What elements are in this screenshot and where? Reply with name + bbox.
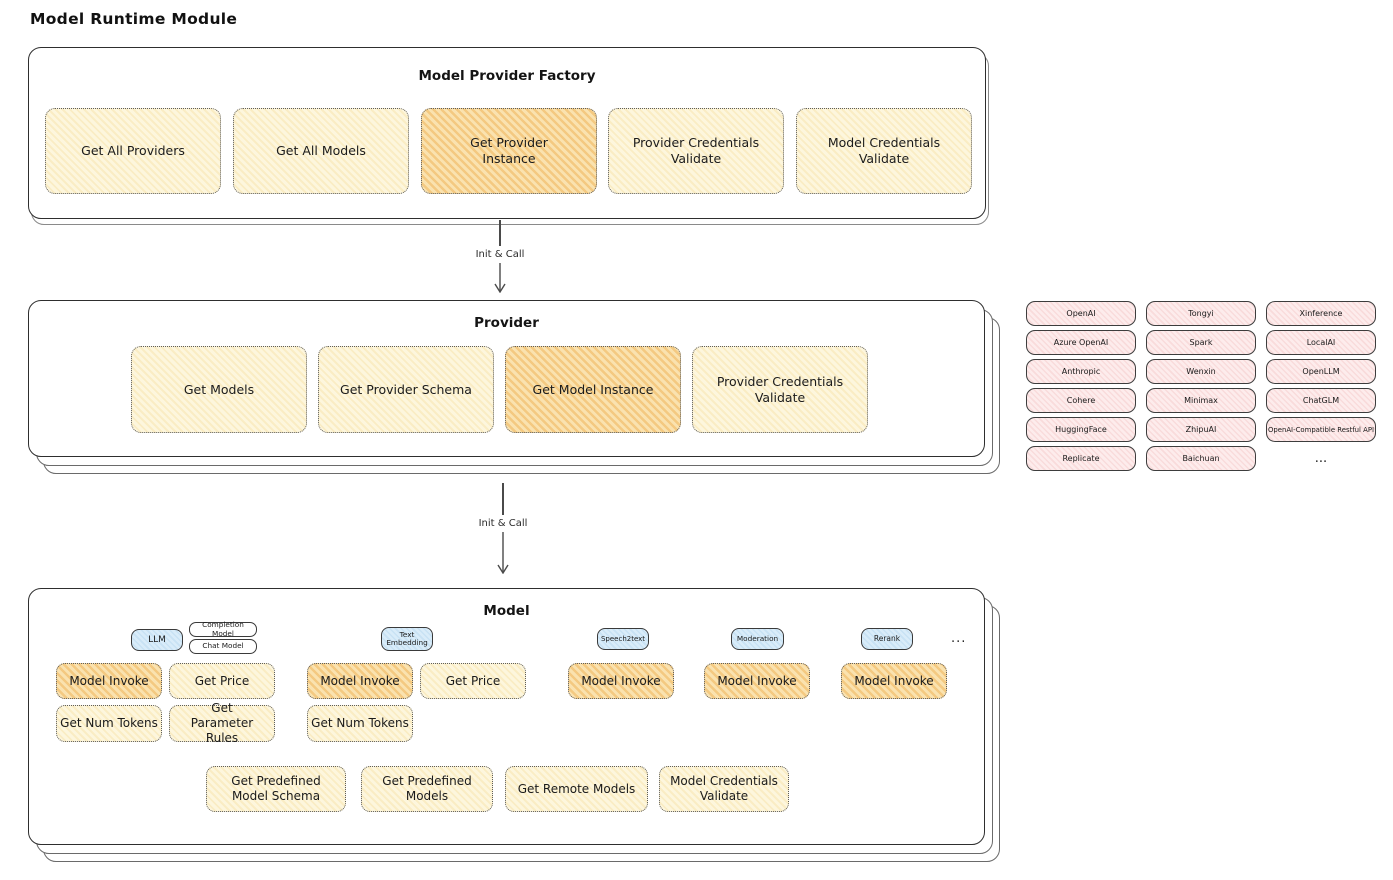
provider-cell-azure-openai: Azure OpenAI xyxy=(1026,330,1136,355)
button-model-credentials-validate: Model Credentials Validate xyxy=(796,108,972,194)
provider-cell-openai-compatible: OpenAI-Compatible Restful API xyxy=(1266,417,1376,442)
provider-cell-zhipuai: ZhipuAI xyxy=(1146,417,1256,442)
button-get-provider-schema: Get Provider Schema xyxy=(318,346,494,433)
button-model-invoke-rerank: Model Invoke xyxy=(841,663,947,699)
model-title: Model xyxy=(483,603,530,619)
button-model-invoke-embedding: Model Invoke xyxy=(307,663,413,699)
button-get-num-tokens-embedding: Get Num Tokens xyxy=(307,705,413,742)
model-more-ellipsis: ... xyxy=(951,631,967,646)
button-get-all-models: Get All Models xyxy=(233,108,409,194)
arrow-line xyxy=(499,220,501,246)
provider-title: Provider xyxy=(474,315,539,331)
factory-title: Model Provider Factory xyxy=(418,68,596,84)
provider-card: Provider Get Models Get Provider Schema … xyxy=(28,300,985,457)
provider-cell-spark: Spark xyxy=(1146,330,1256,355)
button-provider-credentials-validate-2: Provider Credentials Validate xyxy=(692,346,868,433)
arrow-init-call-2: Init & Call xyxy=(473,483,533,579)
button-get-predefined-model-schema: Get Predefined Model Schema xyxy=(206,766,346,812)
button-get-model-instance: Get Model Instance xyxy=(505,346,681,433)
arrow-head-icon xyxy=(494,263,506,293)
button-model-invoke-speech2text: Model Invoke xyxy=(568,663,674,699)
tag-moderation: Moderation xyxy=(731,628,784,650)
button-model-invoke-llm: Model Invoke xyxy=(56,663,162,699)
provider-cell-replicate: Replicate xyxy=(1026,446,1136,471)
tag-completion-model: Completion Model xyxy=(189,620,257,637)
factory-container: Model Provider Factory Get All Providers… xyxy=(28,47,989,225)
provider-cell-huggingface: HuggingFace xyxy=(1026,417,1136,442)
provider-cell-minimax: Minimax xyxy=(1146,388,1256,413)
model-container: Model LLM Completion Model Chat Model Te… xyxy=(28,588,1000,862)
page-title: Model Runtime Module xyxy=(30,10,238,28)
provider-cell-openai: OpenAI xyxy=(1026,301,1136,326)
arrow-label: Init & Call xyxy=(478,518,528,529)
tag-chat-model: Chat Model xyxy=(189,639,257,654)
provider-cell-openllm: OpenLLM xyxy=(1266,359,1376,384)
button-model-credentials-validate-2: Model Credentials Validate xyxy=(659,766,789,812)
provider-cell-chatglm: ChatGLM xyxy=(1266,388,1376,413)
button-get-price-embedding: Get Price xyxy=(420,663,526,699)
arrow-label: Init & Call xyxy=(475,249,525,260)
provider-cell-anthropic: Anthropic xyxy=(1026,359,1136,384)
button-get-all-providers: Get All Providers xyxy=(45,108,221,194)
button-get-models: Get Models xyxy=(131,346,307,433)
button-get-provider-instance: Get Provider Instance xyxy=(421,108,597,194)
arrow-line xyxy=(502,483,504,515)
provider-cell-xinference: Xinference xyxy=(1266,301,1376,326)
provider-container: Provider Get Models Get Provider Schema … xyxy=(28,300,1000,474)
tag-rerank: Rerank xyxy=(861,628,913,650)
model-card: Model LLM Completion Model Chat Model Te… xyxy=(28,588,985,845)
button-get-price-llm: Get Price xyxy=(169,663,275,699)
arrow-head-icon xyxy=(497,532,509,574)
button-get-parameter-rules: Get Parameter Rules xyxy=(169,701,275,745)
tag-text-embedding: Text Embedding xyxy=(381,627,433,651)
button-get-num-tokens-llm: Get Num Tokens xyxy=(56,705,162,742)
providers-grid: OpenAI Tongyi Xinference Azure OpenAI Sp… xyxy=(1026,301,1376,471)
button-get-predefined-models: Get Predefined Models xyxy=(361,766,493,812)
button-provider-credentials-validate: Provider Credentials Validate xyxy=(608,108,784,194)
provider-cell-baichuan: Baichuan xyxy=(1146,446,1256,471)
factory-card: Model Provider Factory Get All Providers… xyxy=(28,47,986,219)
tag-llm: LLM xyxy=(131,629,183,651)
button-get-remote-models: Get Remote Models xyxy=(505,766,648,812)
provider-cell-tongyi: Tongyi xyxy=(1146,301,1256,326)
arrow-init-call-1: Init & Call xyxy=(470,220,530,296)
provider-cell-localai: LocalAI xyxy=(1266,330,1376,355)
tag-speech2text: Speech2text xyxy=(597,628,649,650)
provider-cell-wenxin: Wenxin xyxy=(1146,359,1256,384)
providers-more-ellipsis: ... xyxy=(1314,451,1328,466)
button-model-invoke-moderation: Model Invoke xyxy=(704,663,810,699)
provider-cell-cohere: Cohere xyxy=(1026,388,1136,413)
